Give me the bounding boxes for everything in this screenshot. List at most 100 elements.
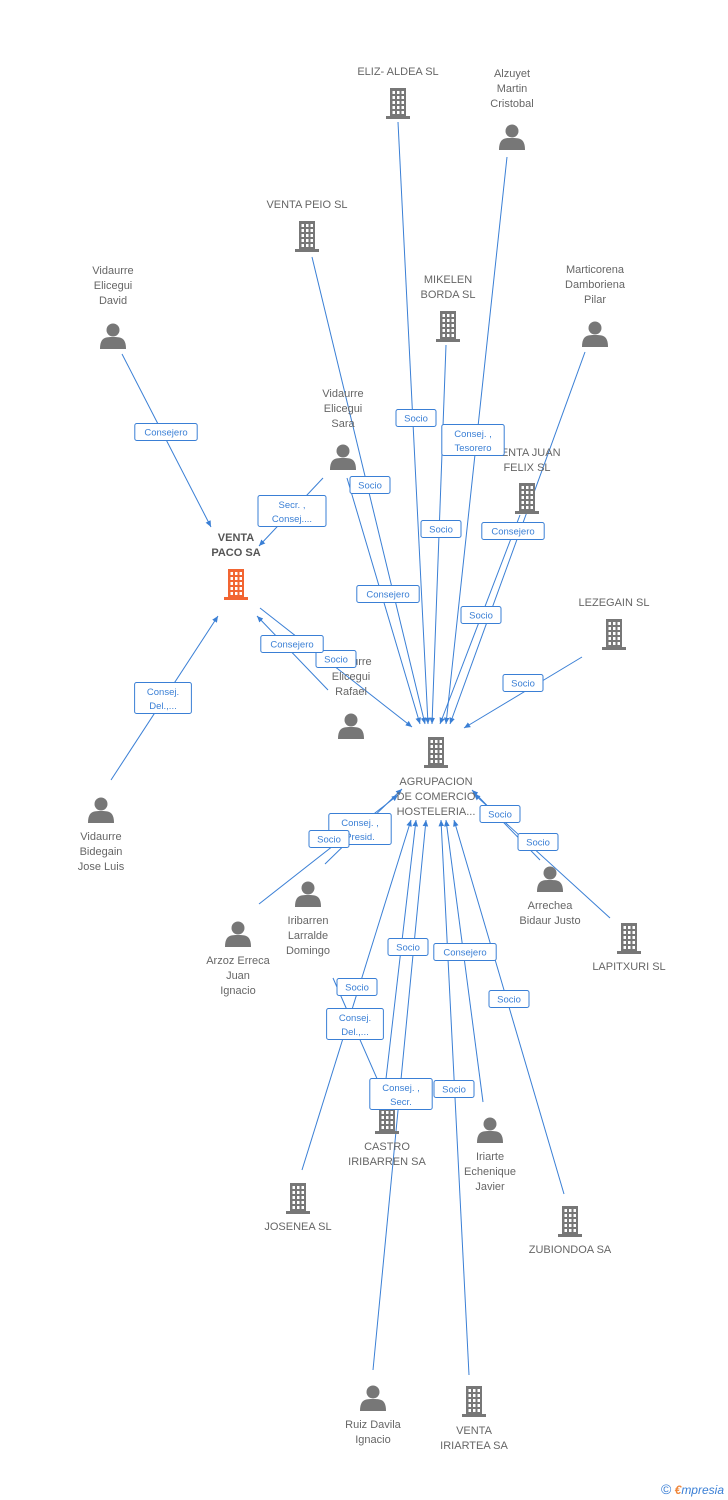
edge-label-text: Socio [526, 838, 550, 849]
edge-label[interactable]: Socio [336, 978, 378, 996]
edge-label[interactable]: Consej.Del.,... [134, 682, 192, 714]
node-label-line: Bidegain [80, 846, 123, 858]
node-label-line: David [99, 295, 127, 307]
edge-label-text: Socio [442, 1085, 466, 1096]
building-icon [224, 569, 248, 600]
edge-label-box [308, 830, 350, 848]
building-icon [286, 1183, 310, 1214]
edge-castro-to-agrupacion [383, 819, 419, 1097]
edge-label-text: Consejero [270, 640, 313, 651]
person-icon [537, 866, 563, 892]
edge-label[interactable]: Socio [488, 990, 530, 1008]
edge-label-text: Socio [511, 679, 535, 690]
edge-label[interactable]: Consejero [260, 635, 324, 653]
node-label-line: VENTA JUAN [493, 447, 560, 459]
node-label-line: Iriarte [476, 1151, 504, 1163]
node-josenea[interactable]: JOSENEA SL [264, 1183, 332, 1233]
edge-label-text: Socio [469, 611, 493, 622]
edge-label[interactable]: Socio [315, 650, 357, 668]
edge-label-text: Consej. [339, 1013, 371, 1024]
edge-label-box [349, 476, 391, 494]
edge-label[interactable]: Socio [387, 938, 429, 956]
edge-label[interactable]: Consejero [134, 423, 198, 441]
edge-label-box [260, 635, 324, 653]
edge-label[interactable]: Consej.Del.,... [326, 1008, 384, 1040]
edge-label-box [479, 805, 521, 823]
edge-label[interactable]: Consejero [356, 585, 420, 603]
edge-label[interactable]: Socio [433, 1080, 475, 1098]
edge-label[interactable]: Consej. ,Tesorero [441, 424, 505, 456]
person-icon [88, 797, 114, 823]
edge-label[interactable]: Socio [395, 409, 437, 427]
node-lezegain[interactable]: LEZEGAIN SL [579, 597, 650, 650]
edge-label[interactable]: Socio [420, 520, 462, 538]
person-icon [477, 1117, 503, 1143]
edge-label-text: Consejero [366, 590, 409, 601]
edge-label[interactable]: Consejero [481, 522, 545, 540]
node-label-line: VENTA [218, 532, 255, 544]
edge-label[interactable]: Consej. ,Secr. [369, 1078, 433, 1110]
edge-label-box [257, 495, 327, 527]
edge-label-text: Socio [488, 810, 512, 821]
node-label-line: Javier [475, 1181, 505, 1193]
node-label-line: Echenique [464, 1166, 516, 1178]
edge-label[interactable]: Socio [460, 606, 502, 624]
person-icon [338, 713, 364, 739]
node-label-line: Jose Luis [78, 861, 125, 873]
edge-label[interactable]: Socio [517, 833, 559, 851]
edge-label[interactable]: Socio [479, 805, 521, 823]
node-venta_peio[interactable]: VENTA PEIO SL [266, 199, 348, 252]
edge-label-text: Presid. [345, 832, 375, 843]
node-zubiondoa[interactable]: ZUBIONDOA SA [529, 1206, 612, 1256]
edge-label-box [433, 1080, 475, 1098]
node-label-line: Juan [226, 970, 250, 982]
building-icon [617, 923, 641, 954]
node-label-line: JOSENEA SL [264, 1221, 331, 1233]
edge-label-text: Secr. , [279, 500, 306, 511]
node-label-line: BORDA SL [420, 289, 475, 301]
edge-label[interactable]: Socio [308, 830, 350, 848]
node-lapitxuri[interactable]: LAPITXURI SL [592, 923, 666, 973]
person-icon [330, 444, 356, 470]
edge-label[interactable]: Consejero [433, 943, 497, 961]
edge-label-box [420, 520, 462, 538]
node-label-line: Arrechea [528, 900, 574, 912]
node-label-line: Vidaurre [92, 265, 133, 277]
person-icon [499, 124, 525, 150]
edge-label-text: Consej.... [272, 514, 312, 525]
edge-label-box [488, 990, 530, 1008]
node-label-line: FELIX SL [503, 462, 550, 474]
node-label-line: Martin [497, 83, 528, 95]
node-eliz_aldea[interactable]: ELIZ- ALDEA SL [357, 66, 439, 119]
edge-label[interactable]: Socio [349, 476, 391, 494]
node-label-line: IRIBARREN SA [348, 1156, 426, 1168]
node-vid_rafael[interactable]: VidaurreEliceguiRafael [330, 656, 372, 739]
building-icon [436, 311, 460, 342]
footer-brand[interactable]: © €mpresia [661, 1481, 724, 1497]
copyright-icon: © [660, 1481, 672, 1497]
brand-initial: € [674, 1483, 682, 1497]
node-label-line: ELIZ- ALDEA SL [357, 66, 438, 78]
brand-name: mpresia [681, 1483, 724, 1497]
node-venta_juan[interactable]: VENTA JUAN FELIX SL [493, 447, 561, 514]
edge-label-text: Socio [317, 835, 341, 846]
edge-label-box [517, 833, 559, 851]
node-label-line: Arzoz Erreca [206, 955, 270, 967]
edge-label[interactable]: Socio [502, 674, 544, 692]
edge-label[interactable]: Secr. , Consej.... [257, 495, 327, 527]
